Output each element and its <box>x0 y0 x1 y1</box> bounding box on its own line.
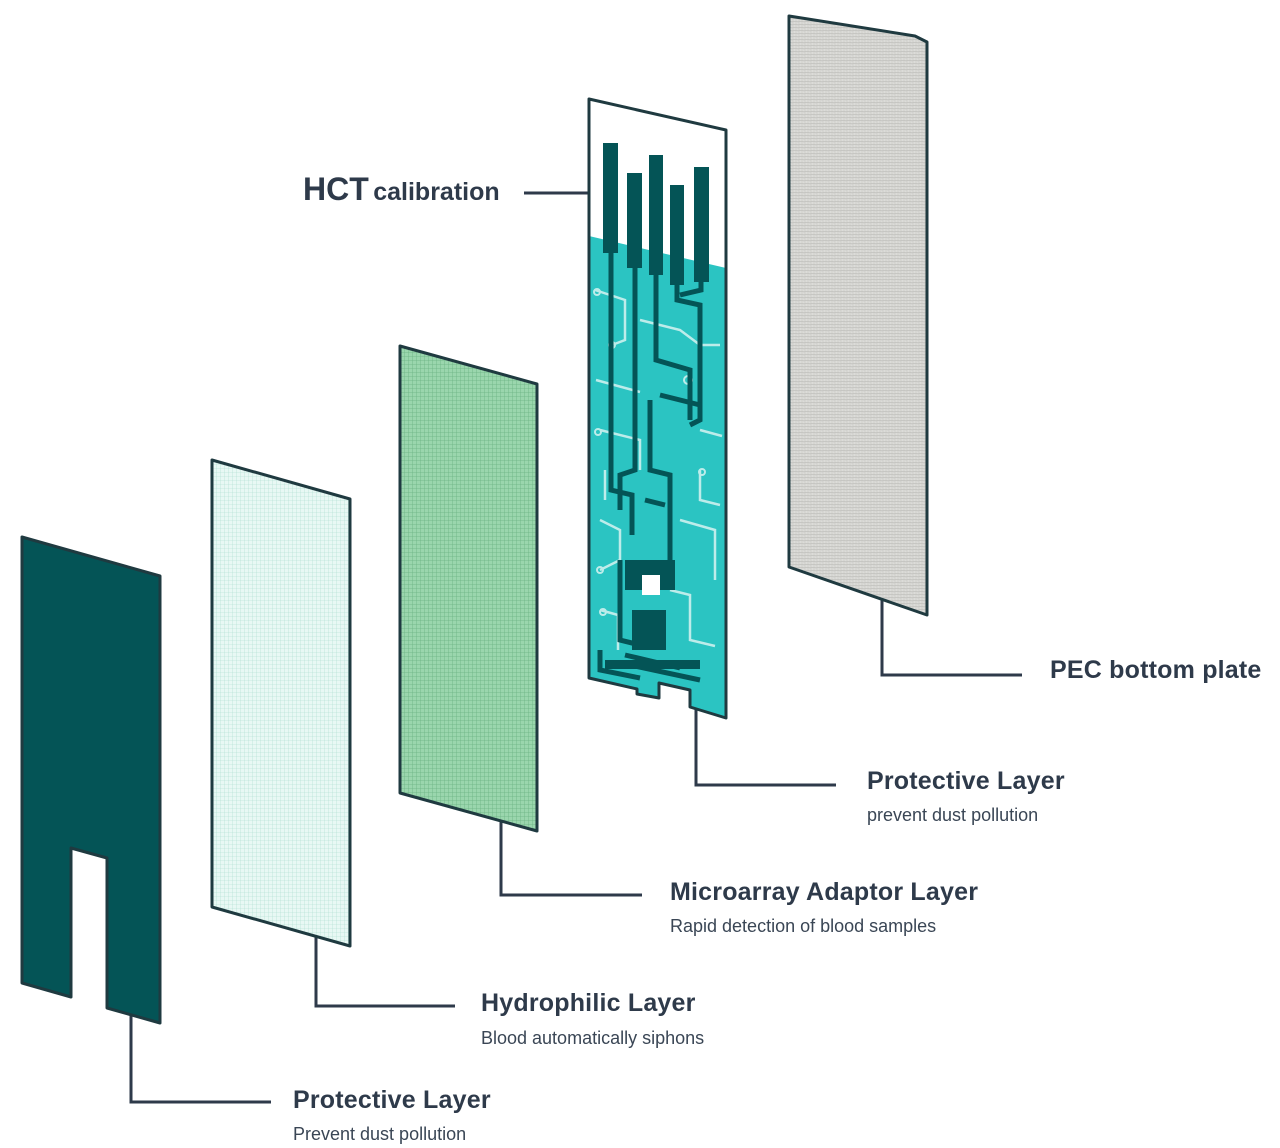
leader-protective-top <box>694 690 836 787</box>
hydrophilic-layer-subtitle: Blood automatically siphons <box>481 1028 705 1048</box>
protective-layer-bottom-title: Protective Layer <box>293 1086 491 1114</box>
leader-protective-bottom <box>129 997 271 1104</box>
protective-layer-top-title: Protective Layer <box>867 767 1065 795</box>
protective-layer-top-subtitle: prevent dust pollution <box>867 805 1039 825</box>
leader-pec <box>880 570 1022 677</box>
microarray-layer-shape <box>398 344 539 833</box>
pec-bottom-plate-shape <box>787 14 929 617</box>
protective-layer-bottom-shape <box>20 535 162 1025</box>
hydrophilic-layer-title: Hydrophilic Layer <box>481 989 696 1017</box>
pec-bottom-plate-title: PEC bottom plate <box>1050 656 1262 684</box>
hct-calibration-label: HCT calibration <box>303 171 500 208</box>
microarray-layer-title: Microarray Adaptor Layer <box>670 878 979 906</box>
circuit-layer <box>587 97 728 720</box>
hct-label-main: HCT <box>303 171 369 207</box>
hct-label-sub: calibration <box>373 178 500 206</box>
hydrophilic-layer-shape <box>210 458 352 948</box>
microarray-layer-subtitle: Rapid detection of blood samples <box>670 916 937 936</box>
leader-microarray <box>499 787 642 897</box>
protective-layer-bottom-subtitle: Prevent dust pollution <box>293 1124 467 1144</box>
